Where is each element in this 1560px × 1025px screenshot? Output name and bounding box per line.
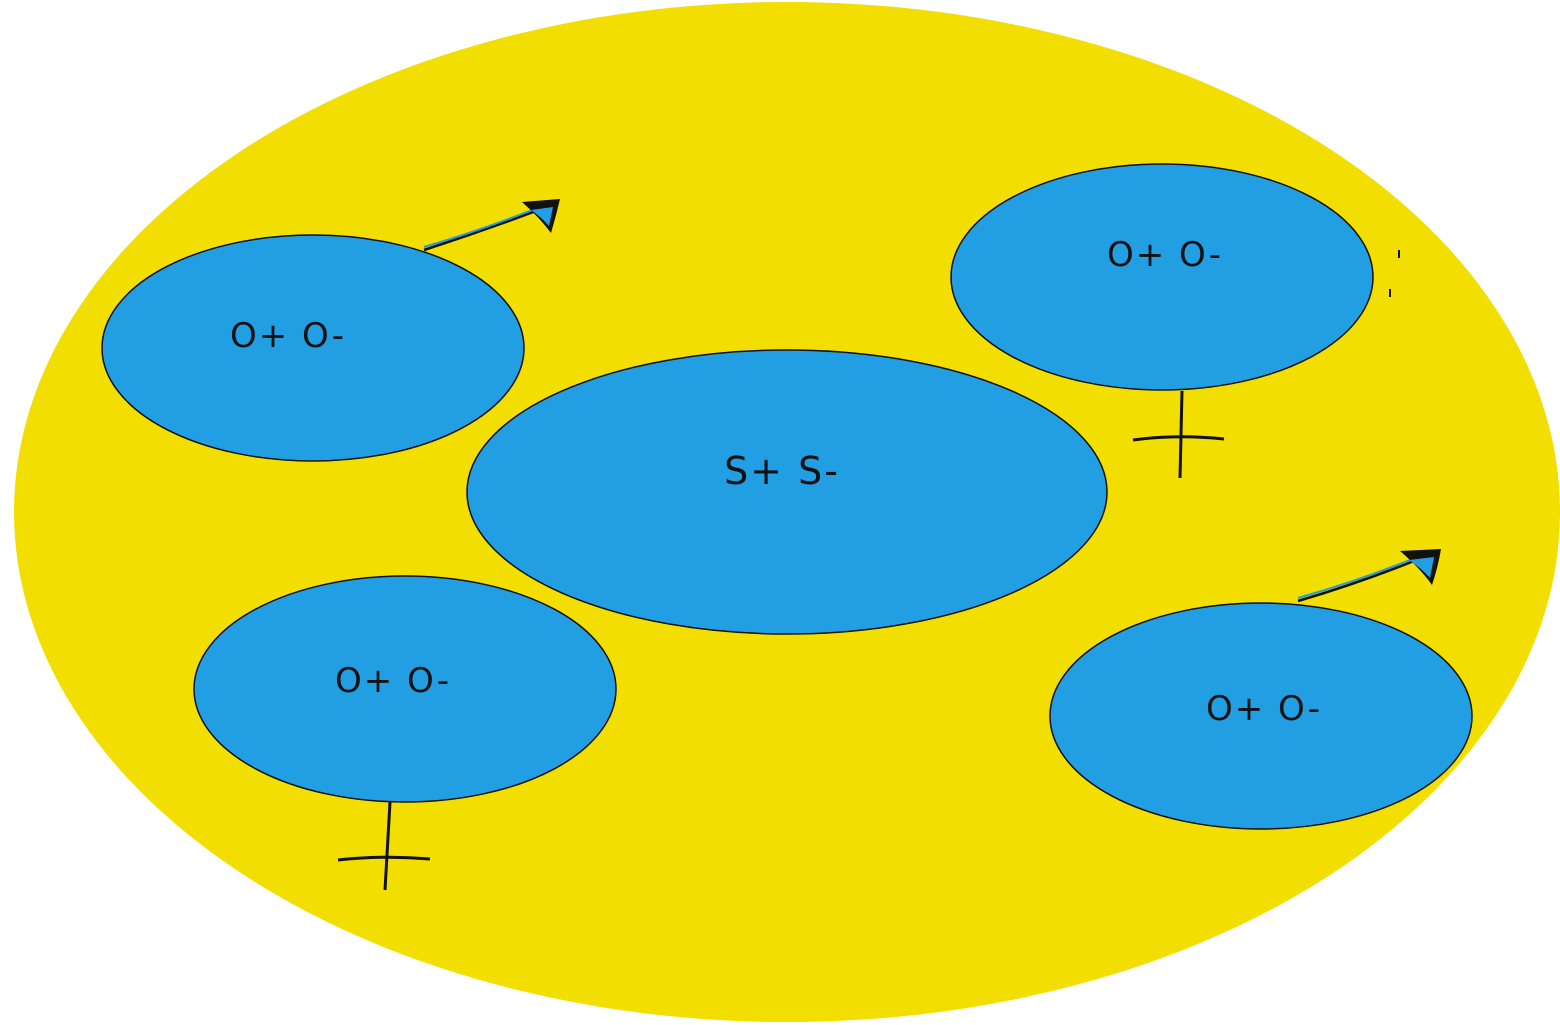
center-bubble-circle — [466, 349, 1108, 635]
stray-mark — [1389, 289, 1391, 297]
male-symbol-arrow-line — [423, 209, 537, 252]
male-symbol-arrowhead-inner — [1409, 557, 1434, 578]
bubble-label: O+ O- — [230, 316, 346, 356]
male-symbol-arrow-line-blue — [1297, 557, 1416, 599]
bubble-top-left: O+ O- — [101, 199, 560, 462]
female-symbol-stem — [1178, 390, 1184, 479]
female-symbol-stem — [383, 801, 392, 891]
bubble-circle — [101, 234, 525, 462]
female-symbol-crossbar — [1132, 435, 1225, 442]
male-symbol-arrowhead-inner — [531, 207, 553, 226]
bubble-bottom-right: O+ O- — [1049, 549, 1473, 830]
bubble-label: O+ O- — [1107, 235, 1223, 275]
male-symbol-arrow-line-blue — [423, 207, 538, 248]
bubble-circle — [950, 163, 1374, 391]
center-bubble: S+ S- — [466, 349, 1108, 635]
stray-mark — [1398, 250, 1400, 258]
bubble-label: O+ O- — [1206, 689, 1322, 729]
male-symbol-arrow-line — [1297, 559, 1415, 603]
center-bubble-label: S+ S- — [724, 449, 840, 493]
bubble-circle — [1049, 602, 1473, 830]
bubble-circle — [193, 575, 617, 803]
female-symbol-crossbar — [337, 855, 431, 862]
bubble-label: O+ O- — [335, 661, 451, 701]
bubble-top-right: O+ O- — [950, 163, 1400, 479]
bubble-bottom-left: O+ O- — [193, 575, 617, 891]
